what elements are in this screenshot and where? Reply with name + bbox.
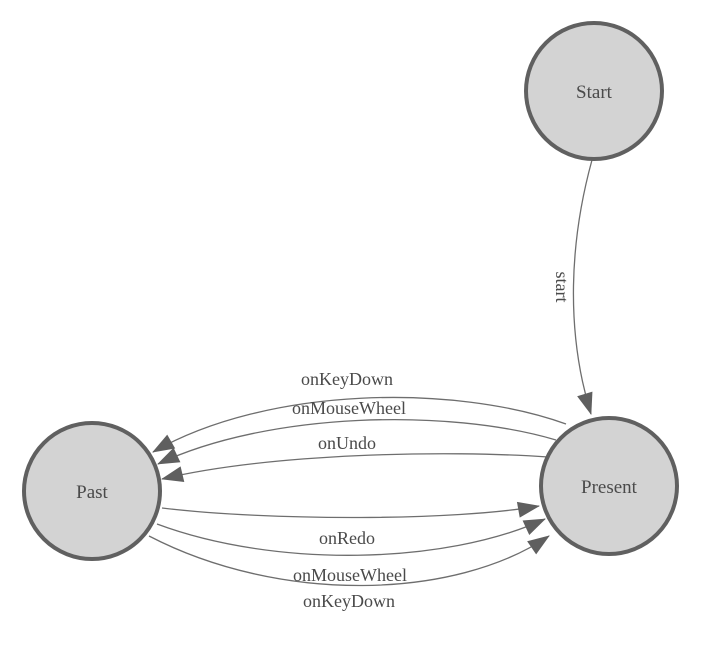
edge-label-start: start <box>552 272 572 303</box>
edge-past-to-present-onkeydown <box>148 535 550 587</box>
start-node-label: Start <box>576 82 613 103</box>
past-node-label: Past <box>76 482 108 503</box>
edge-start-to-present <box>572 159 593 415</box>
edge-label-onkeydown-bottom: onKeyDown <box>303 591 395 611</box>
edge-past-to-present-onmousewheel <box>156 518 546 556</box>
edge-label-onkeydown-top: onKeyDown <box>301 369 393 389</box>
start-node-circle <box>524 21 664 161</box>
edge-past-to-present-onredo <box>161 501 540 519</box>
past-node-circle <box>22 421 162 561</box>
edges-group <box>148 159 593 587</box>
edge-label-onundo: onUndo <box>318 433 376 453</box>
node-past: Past <box>22 421 162 561</box>
edge-present-to-past-onundo <box>161 453 549 482</box>
edge-label-onmousewheel-top: onMouseWheel <box>292 398 406 418</box>
present-node-circle <box>539 416 679 556</box>
present-node-label: Present <box>581 477 638 498</box>
node-present: Present <box>539 416 679 556</box>
edge-present-to-past-onmousewheel <box>157 418 557 465</box>
edge-labels-group: start onKeyDown onMouseWheel onUndo onRe… <box>292 272 572 612</box>
edge-label-onmousewheel-bottom: onMouseWheel <box>293 565 407 585</box>
node-start: Start <box>524 21 664 161</box>
edge-present-to-past-onkeydown <box>152 396 567 453</box>
edge-label-onredo: onRedo <box>319 528 375 548</box>
